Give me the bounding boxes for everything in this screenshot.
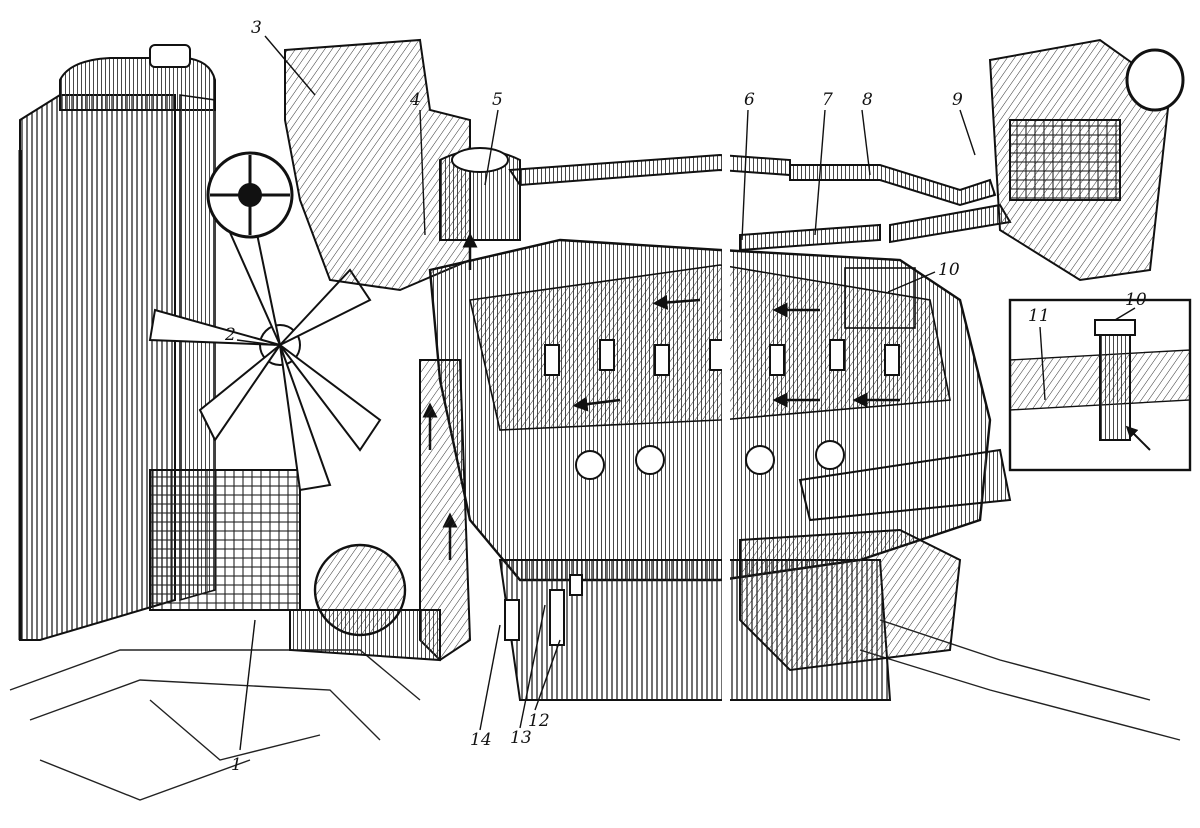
callout-1: 1: [231, 755, 242, 775]
heater-duct: [1125, 48, 1185, 112]
callout-3: 3: [251, 18, 262, 38]
oil-cooler: [149, 469, 301, 611]
heater-unit: [988, 38, 1185, 282]
callout-6: 6: [744, 90, 755, 110]
callout-11: 11: [1028, 306, 1050, 326]
drain-taps: [504, 574, 583, 646]
callout-13: 13: [510, 728, 532, 748]
callout-14: 14: [470, 730, 492, 750]
water-pump: [313, 543, 407, 637]
callout-10: 10: [938, 260, 960, 280]
leader-lines: [236, 35, 1136, 751]
callout-2: 2: [225, 325, 236, 345]
sensor-frame: [844, 267, 916, 329]
heater-core: [1009, 119, 1121, 201]
callout-4: 4: [410, 90, 421, 110]
callout-8: 8: [862, 90, 873, 110]
fan: [148, 198, 382, 492]
callout-5: 5: [492, 90, 503, 110]
heater-pipes: [508, 153, 1012, 252]
callout-10-inset: 10: [1125, 290, 1147, 310]
radiator-cap: [149, 44, 191, 68]
inset-detail: [1008, 298, 1192, 472]
compressor: [206, 38, 471, 292]
callout-12: 12: [528, 711, 550, 731]
callout-9: 9: [952, 90, 963, 110]
exhaust-manifold: [739, 448, 1012, 672]
radiator: [18, 44, 301, 641]
callout-7: 7: [822, 90, 833, 110]
thermostat-housing: [439, 147, 521, 241]
